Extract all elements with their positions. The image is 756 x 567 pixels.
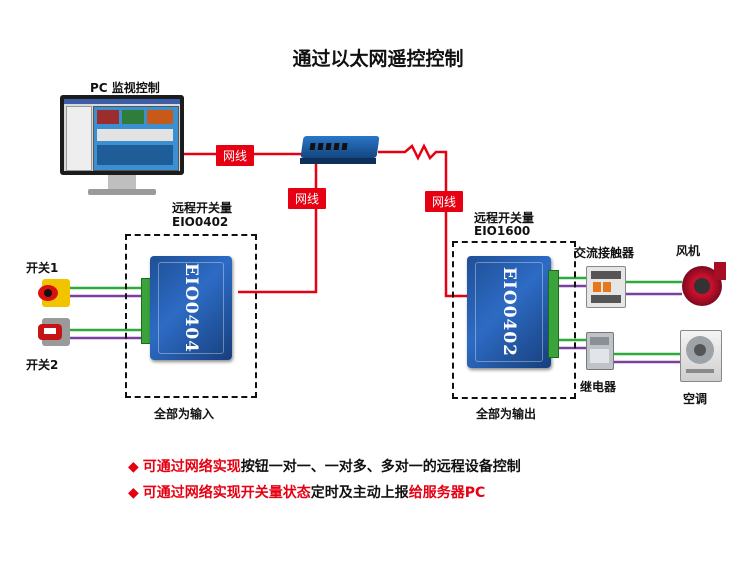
ethernet-switch	[300, 136, 380, 158]
bullet-2-diamond: ◆	[128, 485, 139, 501]
left-io-device: EIO0404	[150, 256, 232, 360]
right-terminal-strip	[548, 270, 559, 358]
air-conditioner-icon	[680, 330, 722, 382]
bullet-2-red-text-2: 给服务器PC	[408, 485, 486, 501]
cable-tag-3: 网线	[425, 191, 464, 212]
left-device-name: EIO0404	[181, 262, 201, 354]
bullet-1: ◆可通过网络实现按钮一对一、一对多、多对一的远程设备控制	[128, 456, 521, 476]
pc-screen	[64, 99, 180, 171]
fan-icon	[680, 262, 726, 308]
ac-label: 空调	[683, 392, 708, 406]
right-device-name: EIO0402	[499, 266, 519, 358]
bullet-1-diamond: ◆	[128, 459, 139, 475]
bullet-2-red-text: 可通过网络实现开关量状态	[142, 485, 311, 501]
left-device-label-line1: 远程开关量	[172, 201, 233, 215]
left-device-label-line2: EIO0402	[172, 215, 229, 229]
fan-label: 风机	[676, 244, 701, 258]
monitor-base	[88, 189, 156, 195]
contactor-icon	[586, 266, 626, 308]
contactor-label: 交流接触器	[574, 246, 635, 260]
right-device-label-line2: EIO1600	[474, 224, 531, 238]
bullet-1-red-text: 可通过网络实现	[142, 459, 241, 475]
switch2-icon	[36, 318, 70, 346]
relay-icon	[586, 332, 614, 370]
bullet-1-black-text: 按钮一对一、一对多、多对一的远程设备控制	[240, 459, 521, 475]
switch1-icon	[36, 279, 70, 307]
bullet-2: ◆可通过网络实现开关量状态定时及主动上报给服务器PC	[128, 482, 485, 502]
ethernet-switch-base	[300, 158, 376, 164]
right-io-device: EIO0402	[467, 256, 551, 368]
right-device-group	[452, 241, 576, 399]
bullet-2-black-text: 定时及主动上报	[310, 485, 409, 501]
switch1-label: 开关1	[26, 261, 59, 275]
switch2-label: 开关2	[26, 358, 59, 372]
cable-tag-2: 网线	[288, 188, 327, 209]
cable-switch-to-right-device	[378, 143, 470, 298]
right-device-label-line1: 远程开关量	[474, 211, 535, 225]
monitor-neck	[108, 175, 136, 189]
left-device-group	[125, 234, 257, 398]
diagram-title: 通过以太网遥控控制	[292, 48, 464, 70]
right-device-footer: 全部为输出	[476, 407, 537, 421]
left-device-footer: 全部为输入	[154, 407, 215, 421]
cable-tag-1: 网线	[216, 145, 255, 166]
pc-label: PC 监视控制	[90, 81, 160, 95]
pc-monitor	[60, 95, 184, 175]
relay-label: 继电器	[580, 380, 617, 394]
